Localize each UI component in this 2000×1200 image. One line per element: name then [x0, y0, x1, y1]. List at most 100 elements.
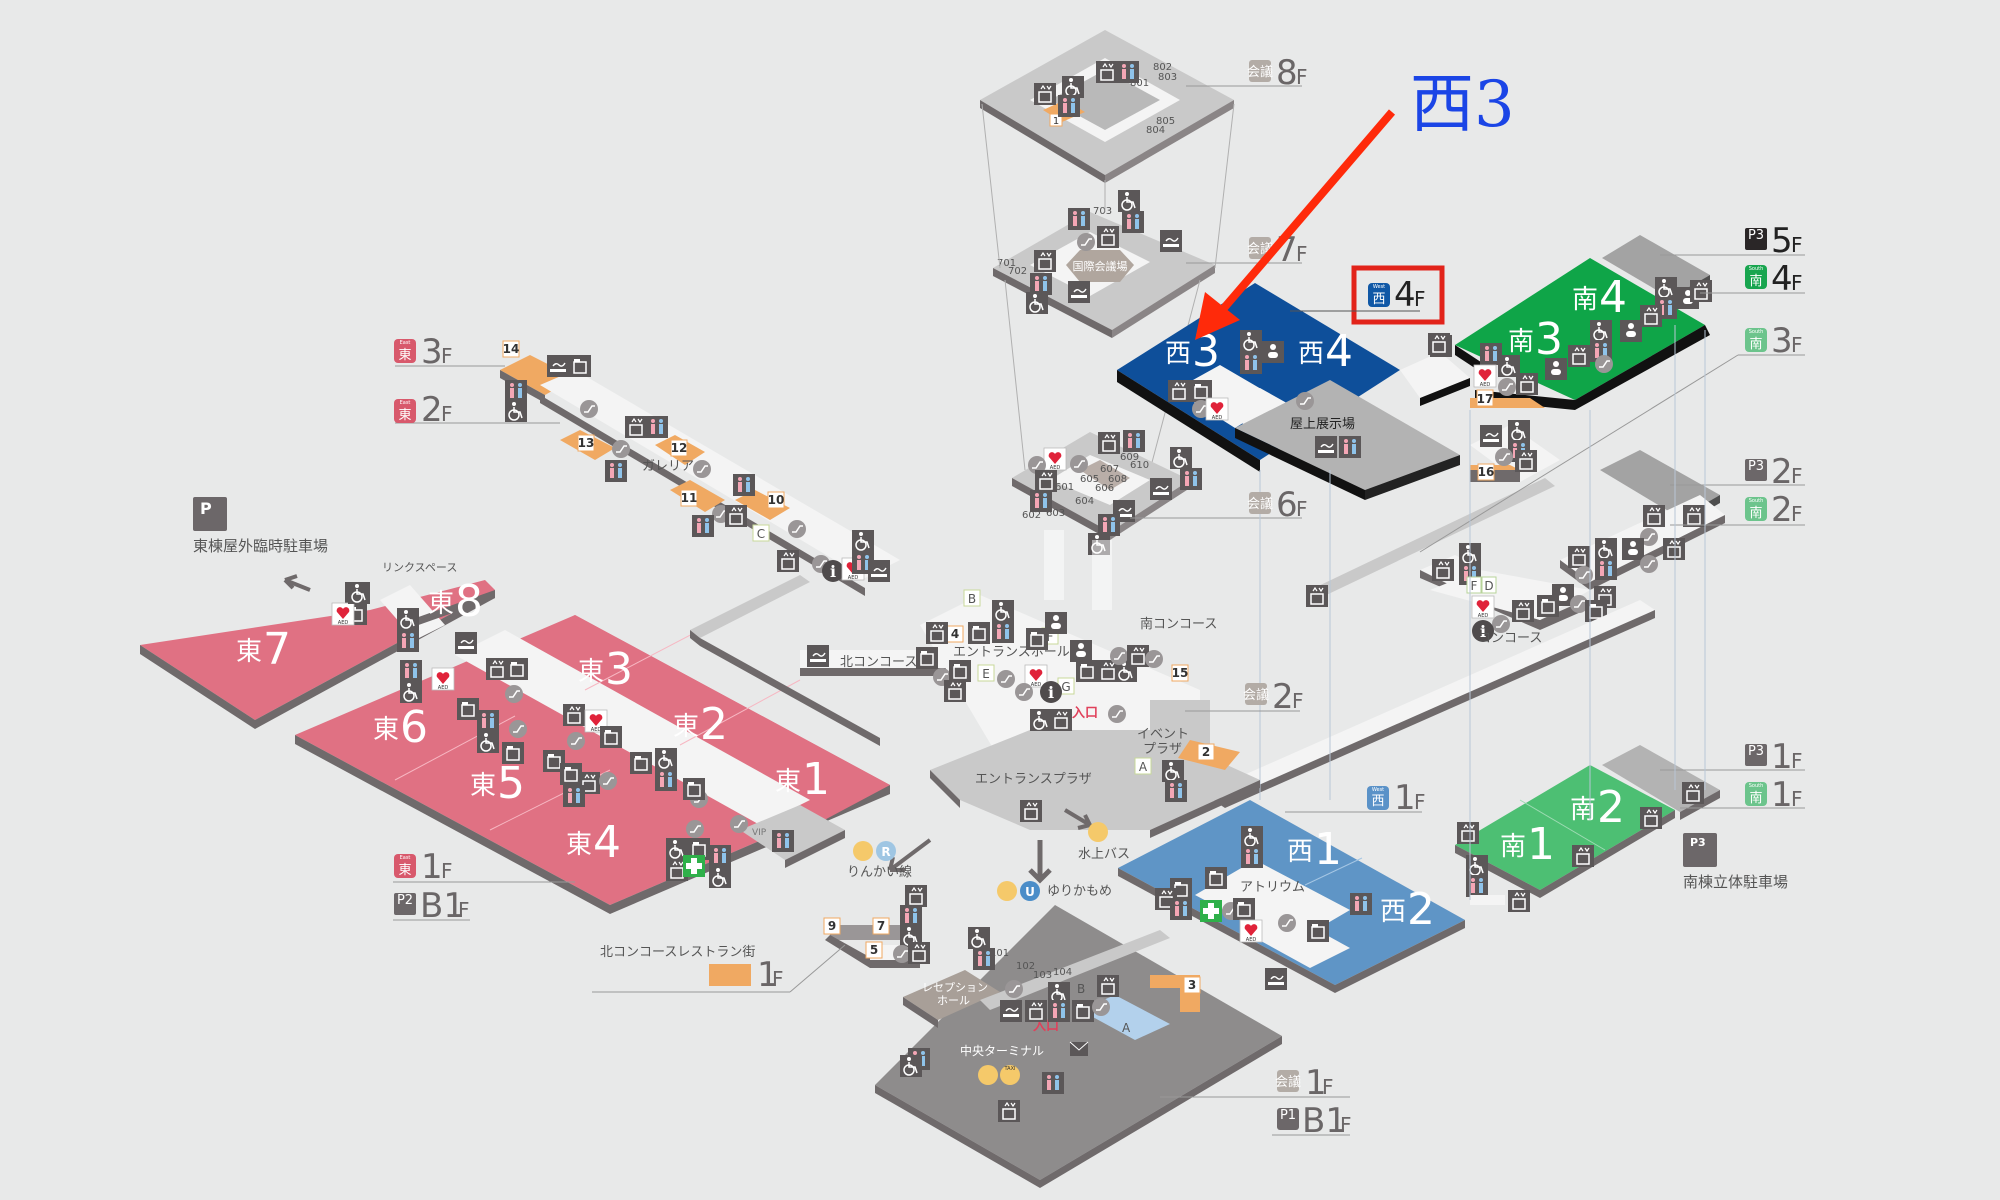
west-4f-floor[interactable]: 西 3 西 4 屋上展示場 — [1117, 283, 1470, 500]
conf-2f-floor-label[interactable]: 会議 2 F — [1185, 677, 1304, 717]
elevator-icon — [1024, 999, 1048, 1023]
gate-9: 9 — [828, 919, 836, 933]
north-restaurant-label: 北コンコースレストラン街 — [600, 945, 755, 960]
smoking-area-icon — [1314, 435, 1338, 459]
arrow-to-yurikamome-icon — [1028, 840, 1052, 884]
east-outdoor-parking[interactable]: P 東棟屋外臨時駐車場 リンクスペース — [193, 497, 457, 574]
restroom-icon — [1058, 95, 1080, 117]
hall-east-2-kanji: 東 — [673, 712, 699, 742]
elevator-icon — [1034, 469, 1058, 493]
east-halls-1f[interactable]: 東 7 東 8 東 6 東 5 東 4 東 3 東 2 東 1 VIP — [140, 576, 890, 914]
elevator-icon — [1456, 821, 1480, 845]
water-bus-stop[interactable]: 水上バス — [1078, 822, 1130, 862]
svg-text:F: F — [441, 344, 453, 368]
east-galleria-2f-3f[interactable]: 14 13 12 11 10 C ガレリア — [500, 340, 900, 596]
svg-text:F: F — [1296, 65, 1308, 89]
p1-b1f-floor-label[interactable]: P1 B1 F — [1272, 1101, 1352, 1141]
restroom-icon — [1030, 273, 1052, 295]
svg-text:南: 南 — [1749, 273, 1762, 289]
p3-1f-floor-label[interactable]: P3 1 F — [1745, 737, 1803, 777]
conference-8f-floor[interactable]: 1 802 803 801 805 804 — [975, 30, 1234, 228]
conf-6f-floor-label[interactable]: 会議 6 F — [1247, 485, 1308, 525]
elevator-icon — [1033, 249, 1057, 273]
conf-1f-floor-label[interactable]: 会議 1 F — [1160, 1063, 1350, 1103]
yurikamome-station[interactable]: U ゆりかもめ — [997, 881, 1112, 901]
wheelchair-icon — [396, 607, 420, 631]
east-1f-floor-label[interactable]: East 東 1 F — [393, 847, 575, 887]
svg-text:2: 2 — [1771, 490, 1793, 530]
south-1f-floor[interactable]: 南 1 南 2 — [1455, 745, 1720, 913]
hall-east-5-number[interactable]: 5 — [497, 758, 525, 809]
entrance-area[interactable]: 2 15 4 B F E G A 北コンコース エントランスホール 南コンコース… — [283, 574, 1260, 884]
reception-hall-label-2: ホール — [937, 994, 970, 1007]
arrow-to-parking-icon — [283, 574, 311, 592]
hall-south-1-number[interactable]: 1 — [1527, 819, 1555, 870]
svg-text:F: F — [1791, 502, 1803, 526]
svg-text:F: F — [1414, 790, 1426, 814]
central-terminal-1f[interactable]: 3 A B レセプション ホール 中央ターミナル 入口 101 102 103 … — [875, 905, 1282, 1188]
info-point-c: C — [757, 527, 765, 541]
elevator-icon — [907, 941, 931, 965]
hall-west-1-number[interactable]: 1 — [1314, 824, 1342, 875]
south-1f-floor-label[interactable]: South 南 1 F — [1745, 775, 1803, 815]
nursing-icon — [1545, 358, 1567, 380]
restroom-icon — [1165, 780, 1187, 802]
link-space-label: リンクスペース — [382, 561, 457, 574]
hall-east-6-number[interactable]: 6 — [400, 702, 428, 753]
room-805: 805 — [1156, 116, 1175, 127]
escalator-icon — [729, 814, 749, 834]
east-3f-floor-label[interactable]: East 東 3 F — [394, 332, 453, 372]
gate-16: 16 — [1478, 465, 1495, 479]
elevator-icon — [485, 657, 509, 681]
smoking-area-icon — [1067, 280, 1091, 304]
escalator-icon — [508, 719, 528, 739]
hall-south-2-number[interactable]: 2 — [1597, 782, 1625, 833]
south-2f-floor[interactable]: F D コンコース — [1210, 450, 1725, 808]
south-2f-floor-label[interactable]: South 南 2 F — [1745, 490, 1803, 530]
east-2f-floor-label[interactable]: East 東 2 F — [394, 390, 453, 430]
south-4f-floor-label[interactable]: South 南 4 F — [1700, 259, 1805, 299]
south-multistory-parking[interactable]: P3 南棟立体駐車場 — [1683, 833, 1788, 891]
west-4f-floor-label[interactable]: West 西 4 F — [1290, 265, 1445, 325]
p2-b1f-floor-label[interactable]: P2 B1 F — [393, 886, 470, 926]
escalator-icon — [1069, 454, 1089, 474]
hall-east-3-number[interactable]: 3 — [605, 644, 633, 695]
svg-text:東: 東 — [398, 862, 411, 878]
wheelchair-icon — [1169, 446, 1193, 470]
conf-8f-floor-label[interactable]: 会議 8 F — [1247, 53, 1308, 93]
hall-east-8-number[interactable]: 8 — [455, 576, 483, 627]
gate-1: 1 — [1053, 116, 1059, 127]
locker-icon — [505, 657, 529, 681]
svg-text:P3: P3 — [1748, 744, 1764, 759]
svg-text:東: 東 — [398, 347, 411, 363]
south-3f-floor-label[interactable]: South 南 3 F — [1745, 321, 1803, 361]
rinkai-line-station[interactable]: R りんかい線 — [847, 841, 912, 880]
hall-south-4-number[interactable]: 4 — [1599, 272, 1627, 323]
arrow-to-rinkai-icon — [888, 838, 932, 872]
north-restaurant-area[interactable]: 9 7 5 北コンコースレストラン街 1 F — [592, 884, 931, 995]
restroom-icon — [1122, 211, 1144, 233]
locker-icon — [1071, 999, 1095, 1023]
hall-east-1-number[interactable]: 1 — [802, 754, 830, 805]
gate-12: 12 — [671, 441, 688, 455]
hall-west-2-number[interactable]: 2 — [1407, 884, 1435, 935]
elevator-icon — [1019, 799, 1043, 823]
west-1f-floor[interactable]: 西 1 西 2 アトリウム — [1118, 800, 1465, 993]
west-1f-floor-label[interactable]: West 西 1 F — [1285, 778, 1426, 818]
escalator-icon — [1494, 447, 1514, 467]
svg-text:South: South — [1749, 498, 1764, 504]
p3-2f-floor-label[interactable]: P3 2 F — [1745, 452, 1803, 492]
conference-7f-floor[interactable]: 国際会議場 701 702 703 — [993, 189, 1215, 338]
restroom-icon — [1241, 846, 1263, 868]
hall-east-7-number[interactable]: 7 — [263, 624, 291, 675]
hall-south-3-number[interactable]: 3 — [1535, 314, 1563, 365]
svg-text:TAXI: TAXI — [1004, 1066, 1016, 1072]
hall-east-4-number[interactable]: 4 — [593, 817, 621, 868]
hall-east-2-number[interactable]: 2 — [700, 699, 728, 750]
hall-west-4-number[interactable]: 4 — [1325, 326, 1353, 377]
south-3f-walkway[interactable]: 16 — [1305, 419, 1560, 608]
hall-south-1-kanji: 南 — [1500, 832, 1526, 862]
south-4f-3f-floor[interactable]: 南 4 南 3 17 — [1427, 235, 1713, 410]
p3-5f-floor-label[interactable]: P3 5 F — [1660, 221, 1805, 261]
conference-6f-floor[interactable]: 607 605 608 606 601 604 602 603 609 610 — [1012, 430, 1202, 556]
